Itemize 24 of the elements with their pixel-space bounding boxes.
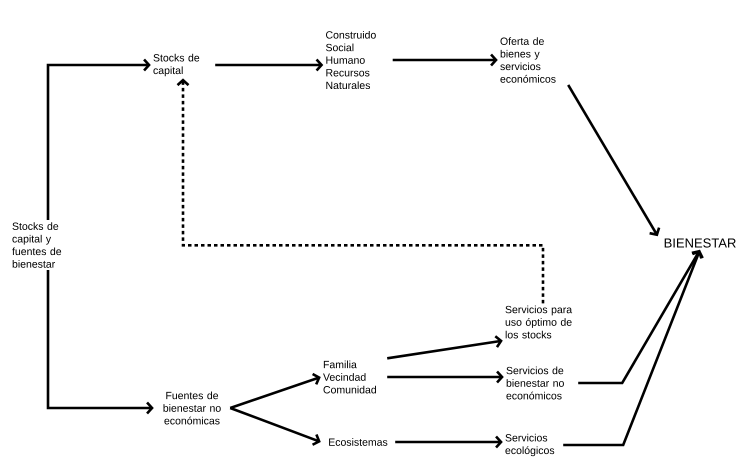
arrow [567,84,660,236]
text-label: Fuentes de bienestar no económicas [164,392,221,424]
text-label: Oferta de bienes y servicios económicos [500,37,556,83]
arrow [46,58,151,220]
text-label: Familia Vecindad Comunidad [323,360,376,394]
arrow [230,406,321,446]
text-label: Ecosistemas [329,438,388,446]
dotted-arrow [176,78,544,304]
arrow [215,58,324,72]
text-label: Servicios para uso óptimo de los stocks [505,306,572,338]
text-label: Servicios de bienestar no económicos [506,366,564,400]
arrow [46,270,154,414]
arrow [387,335,503,360]
arrow [230,372,321,410]
arrow [563,250,704,446]
text-label: Stocks de capital [153,54,200,76]
text-label: Construido Social Humano Recursos Naturales [326,30,376,90]
arrow [395,436,503,448]
arrow [387,370,504,384]
arrow [578,250,703,384]
goal-label: BIENESTAR [664,238,736,248]
arrow [392,54,498,66]
text-label: Stocks de capital y fuentes de bienestar [12,222,62,268]
text-label: Servicios ecológicos [505,434,554,456]
